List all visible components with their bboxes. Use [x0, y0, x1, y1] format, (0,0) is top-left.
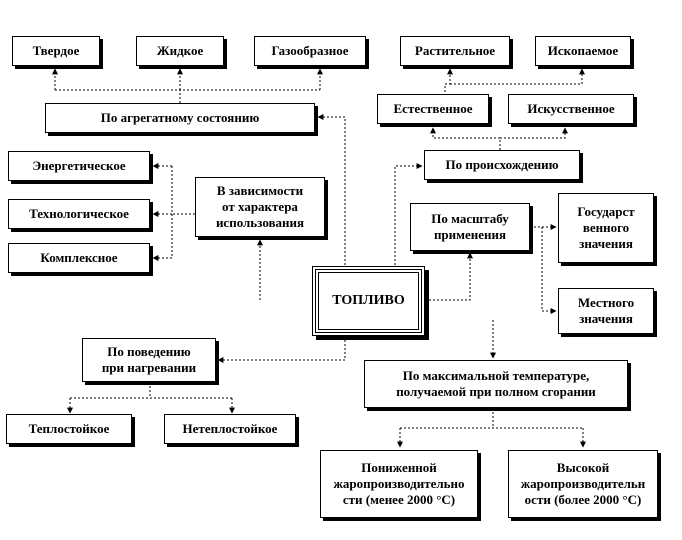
node-kompleksnoe: Комплексное: [8, 243, 150, 273]
node-ponizhennoy: Пониженной жаропроизводительно сти (мене…: [320, 450, 478, 518]
line-center-to-proiskhozhdenie: [394, 163, 423, 265]
node-po-agregatnomu: По агрегатному состоянию: [45, 103, 315, 133]
node-iskopaemoe: Ископаемое: [535, 36, 631, 66]
node-po-povedeniyu: По поведению при нагревании: [82, 338, 216, 382]
line-to-iskusstvennoe: [500, 127, 568, 139]
center-node-toplivo: ТОПЛИВО: [312, 266, 425, 336]
node-mestnogo: Местного значения: [558, 288, 654, 334]
line-to-iskopaemoe: [450, 68, 585, 85]
node-neteplostoykoe: Нетеплостойкое: [164, 414, 296, 444]
node-po-maks-temp: По максимальной температуре, получаемой …: [364, 360, 628, 408]
node-iskusstvennoe: Искусственное: [508, 94, 634, 124]
line-center-to-agregat: [317, 114, 346, 265]
node-tverdoe: Твердое: [12, 36, 100, 66]
line-proiskh-up: [430, 127, 501, 150]
node-po-proiskhozhdeniyu: По происхождению: [424, 150, 580, 180]
line-center-to-povedenie: [217, 336, 346, 363]
node-tekhnologicheskoe: Технологическое: [8, 199, 150, 229]
node-vysokoy: Высокой жаропроизводительн ости (более 2…: [508, 450, 658, 518]
node-energeticheskoe: Энергетическое: [8, 151, 150, 181]
line-center-to-masshtab: [425, 252, 473, 301]
node-rastitelnoe: Растительное: [400, 36, 510, 66]
node-gazoobraznoe: Газообразное: [254, 36, 366, 66]
node-gosudarstvennogo: Государст венного значения: [558, 193, 654, 263]
node-teplostoykoe: Теплостойкое: [6, 414, 132, 444]
node-po-masshtabu: По масштабу применения: [410, 203, 530, 251]
line-estestv-up: [444, 68, 453, 92]
node-estestvennoe: Естественное: [377, 94, 489, 124]
node-v-zavisimosti: В зависимости от характера использования: [195, 177, 325, 237]
center-label: ТОПЛИВО: [318, 272, 419, 330]
node-zhidkoe: Жидкое: [136, 36, 224, 66]
